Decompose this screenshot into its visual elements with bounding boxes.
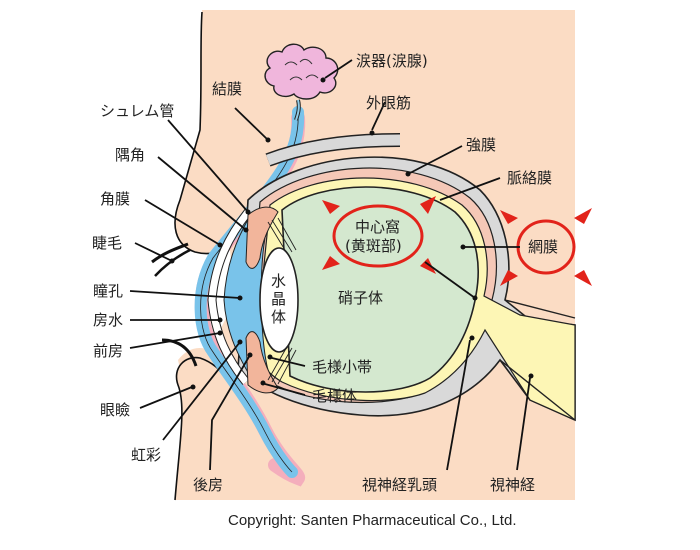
label-iris: 虹彩: [131, 446, 161, 464]
copyright-text: Copyright: Santen Pharmaceutical Co., Lt…: [228, 512, 517, 529]
label-optic-disc: 視神経乳頭: [362, 476, 437, 494]
eyelash-lower: [161, 338, 198, 367]
label-pupil: 瞳孔: [93, 282, 123, 300]
label-zonule: 毛様小帯: [312, 358, 372, 376]
label-extraocular-muscle: 外眼筋: [366, 94, 411, 112]
lacrimal-gland: [264, 43, 339, 121]
label-anterior-chamber: 前房: [93, 342, 123, 360]
lower-eyelid: [174, 356, 231, 501]
highlight-arrows: [322, 196, 592, 286]
label-lens-3: 体: [271, 308, 286, 326]
label-fovea-line1: 中心窩: [355, 218, 400, 236]
label-lens-2: 晶: [271, 290, 286, 308]
label-vitreous: 硝子体: [338, 289, 383, 307]
iris-upper: [245, 206, 279, 269]
label-eyelash: 睫毛: [92, 234, 122, 252]
label-sclera: 強膜: [466, 136, 496, 154]
label-retina: 網膜: [528, 238, 558, 256]
label-posterior-chamber: 後房: [193, 476, 223, 494]
label-cornea: 角膜: [100, 190, 130, 208]
label-lacrimal-gland: 涙器(涙腺): [356, 52, 428, 70]
label-angle: 隅角: [115, 146, 145, 164]
eyelash-upper: [151, 242, 189, 264]
label-optic-nerve: 視神経: [490, 476, 535, 494]
label-aqueous: 房水: [93, 311, 123, 329]
label-conjunctiva: 結膜: [212, 80, 242, 98]
label-eyelid: 眼瞼: [100, 401, 130, 419]
zonule-fibers: [267, 217, 297, 385]
eyeball: [237, 156, 576, 422]
fovea-highlight: [332, 204, 424, 268]
label-ciliary-body: 毛様体: [312, 387, 357, 405]
label-lens-1: 水: [271, 272, 286, 290]
lens: [259, 247, 299, 353]
label-choroid: 脈絡膜: [507, 169, 552, 187]
leader-lines: [129, 59, 534, 471]
iris-lower: [245, 331, 279, 394]
label-fovea-line2: (黄斑部): [345, 237, 402, 255]
label-schlemm-canal: シュレム管: [100, 102, 174, 120]
